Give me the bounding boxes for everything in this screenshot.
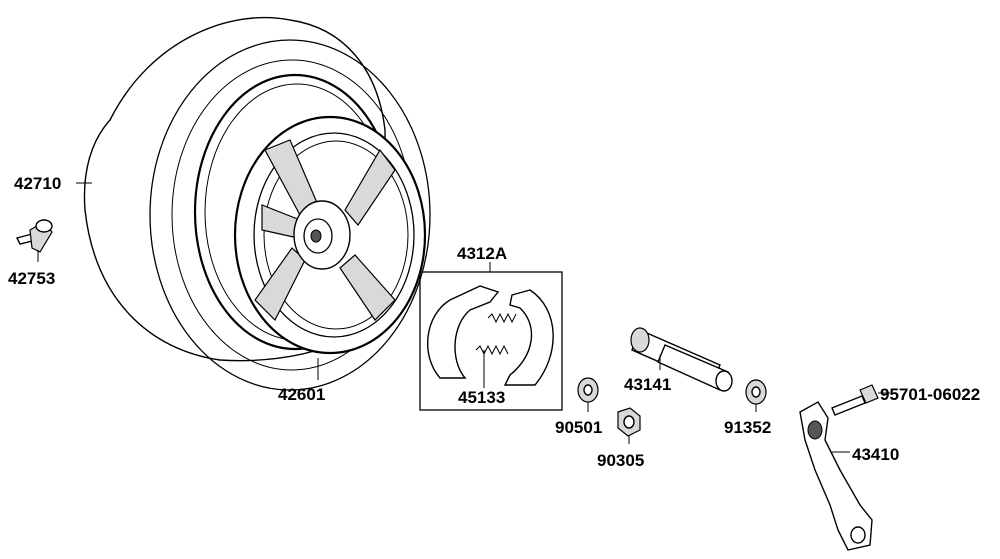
part-number-brake-shoe-set: 4312A [457, 244, 507, 263]
part-number-washer-left: 90501 [555, 418, 602, 437]
leader-lines [37, 182, 890, 453]
part-number-washer-right: 91352 [724, 418, 771, 437]
part-number-rim: 42601 [278, 385, 325, 404]
nut-drawing [617, 407, 641, 437]
brake-arm-drawing [799, 401, 873, 551]
part-number-bolt: 95701-06022 [880, 385, 980, 404]
valve-drawing [15, 219, 53, 253]
part-number-cam-shaft: 43141 [624, 375, 671, 394]
part-number-spring: 45133 [458, 388, 505, 407]
part-number-valve: 42753 [8, 269, 55, 288]
part-number-tire: 42710 [14, 174, 61, 193]
washer-right-drawing [745, 379, 767, 405]
brake-shoe-set-drawing [419, 271, 563, 411]
part-number-nut: 90305 [597, 451, 644, 470]
part-number-brake-arm: 43410 [852, 445, 899, 464]
cam-shaft-drawing [630, 327, 733, 392]
washer-left-drawing [577, 377, 599, 403]
bolt-drawing [831, 384, 879, 416]
rim-drawing [233, 115, 427, 355]
